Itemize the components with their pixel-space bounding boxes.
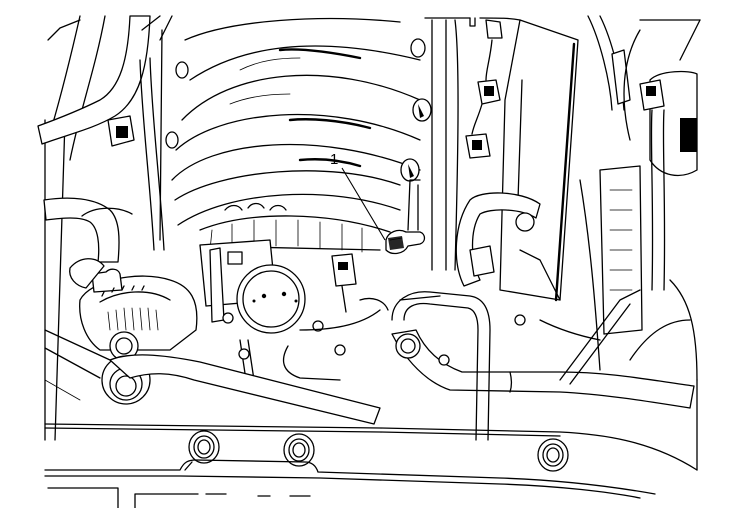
flange-bolt xyxy=(537,438,569,472)
left-hoses xyxy=(37,15,173,441)
drive-belt xyxy=(44,329,381,425)
right-components xyxy=(579,15,701,381)
lower-coolant-pipe xyxy=(391,289,695,441)
misc-hardware xyxy=(238,249,601,366)
sensor xyxy=(385,179,426,255)
radiator-support xyxy=(44,459,656,508)
flange-bolt xyxy=(283,433,315,467)
callout-1: 1 xyxy=(330,151,386,241)
flange-bolt xyxy=(188,430,220,464)
alternator xyxy=(69,258,198,405)
valve-cover xyxy=(499,19,579,302)
intake-manifold xyxy=(165,17,432,260)
fuel-rail xyxy=(424,17,521,271)
callout-label: 1 xyxy=(330,151,338,168)
throttle-body xyxy=(199,239,381,381)
oil-pan-flange xyxy=(44,379,698,472)
callout-leader-line xyxy=(341,167,386,241)
coolant-hose xyxy=(455,192,541,287)
